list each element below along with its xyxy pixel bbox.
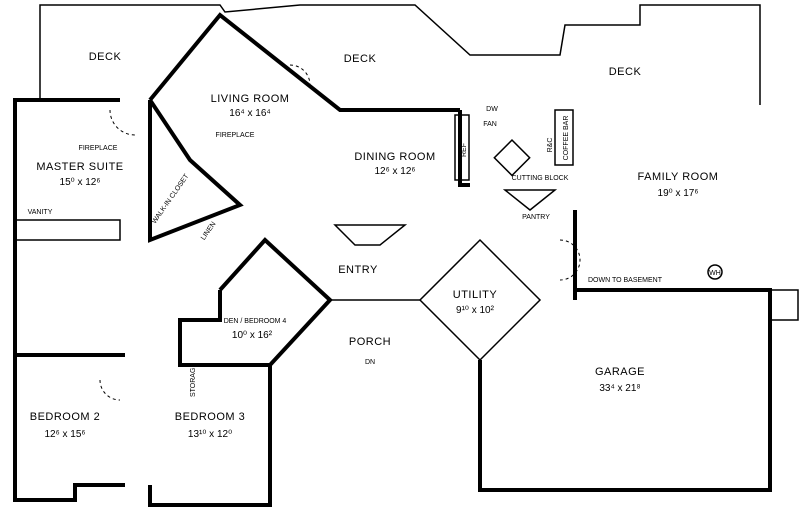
water-heater <box>707 264 723 280</box>
dining-room-label: DINING ROOM <box>354 151 435 163</box>
master-suite-dims: 15⁰ x 12⁶ <box>60 177 101 188</box>
family-room-label: FAMILY ROOM <box>638 171 719 183</box>
master-suite-label: MASTER SUITE <box>36 161 123 173</box>
master-closet-walls <box>148 98 244 243</box>
bedroom3-label: BEDROOM 3 <box>175 411 246 423</box>
fireplace-living-label: FIREPLACE <box>216 132 255 139</box>
linen-label: LINEN <box>200 221 218 242</box>
water-heater-label: WH <box>709 270 721 277</box>
garage-label: GARAGE <box>595 366 645 378</box>
pantry-label: PANTRY <box>522 214 550 221</box>
kitchen-walls <box>458 110 470 187</box>
cutting-block-shape <box>493 138 531 177</box>
garage-walls <box>478 288 772 492</box>
cutting-block-label: CUTTING BLOCK <box>512 175 569 182</box>
coffee-bar-counter <box>554 109 574 166</box>
exterior-wall-west <box>13 98 125 502</box>
living-room-label: LIVING ROOM <box>211 93 290 105</box>
refrigerator-counter <box>454 114 470 181</box>
porch-label: PORCH <box>349 336 391 348</box>
basement-stairs-label: DOWN TO BASEMENT <box>588 277 663 284</box>
den-walls <box>178 237 333 367</box>
storage-label: STORAGE <box>190 363 197 397</box>
utility-dims: 9¹⁰ x 10² <box>456 305 495 316</box>
fan-label: FAN <box>483 121 497 128</box>
garage-dims: 33⁴ x 21⁸ <box>599 383 640 394</box>
entry-label: ENTRY <box>338 264 378 276</box>
den-label: DEN / BEDROOM 4 <box>224 318 287 325</box>
deck-outline <box>39 4 761 105</box>
door-swings <box>99 64 581 401</box>
fireplace-master-label: FIREPLACE <box>79 145 118 152</box>
walkin-closet-label: WALK-IN CLOSET <box>151 172 191 225</box>
bath-walls <box>15 219 121 241</box>
deck-right-label: DECK <box>609 66 642 78</box>
dishwasher-label: DW <box>486 106 498 113</box>
entry-planter <box>333 224 408 246</box>
exterior-wall-bedroom3 <box>148 365 272 507</box>
vanity-label: VANITY <box>28 209 53 216</box>
porch-dn-label: DN <box>365 359 375 366</box>
coffee-bar-label: COFFEE BAR <box>563 116 570 161</box>
refrigerator-label: REF <box>461 143 468 157</box>
family-room-dims: 19⁰ x 17⁶ <box>658 188 699 199</box>
living-room-dims: 16⁴ x 16⁴ <box>229 108 270 119</box>
garage-front <box>418 238 542 361</box>
range-label: R&C <box>547 138 554 153</box>
pantry-outline <box>502 189 558 211</box>
deck-left-label: DECK <box>89 51 122 63</box>
bedroom2-label: BEDROOM 2 <box>30 411 101 423</box>
bedroom2-dims: 12⁶ x 15⁶ <box>44 429 85 440</box>
bedroom3-dims: 13¹⁰ x 12⁰ <box>188 429 232 440</box>
deck-center-label: DECK <box>344 53 377 65</box>
garage-door-box <box>769 289 799 321</box>
utility-label: UTILITY <box>453 289 498 301</box>
living-room-walls <box>148 12 460 112</box>
den-dims: 10⁰ x 16² <box>232 330 273 341</box>
dining-room-dims: 12⁶ x 12⁶ <box>374 166 415 177</box>
